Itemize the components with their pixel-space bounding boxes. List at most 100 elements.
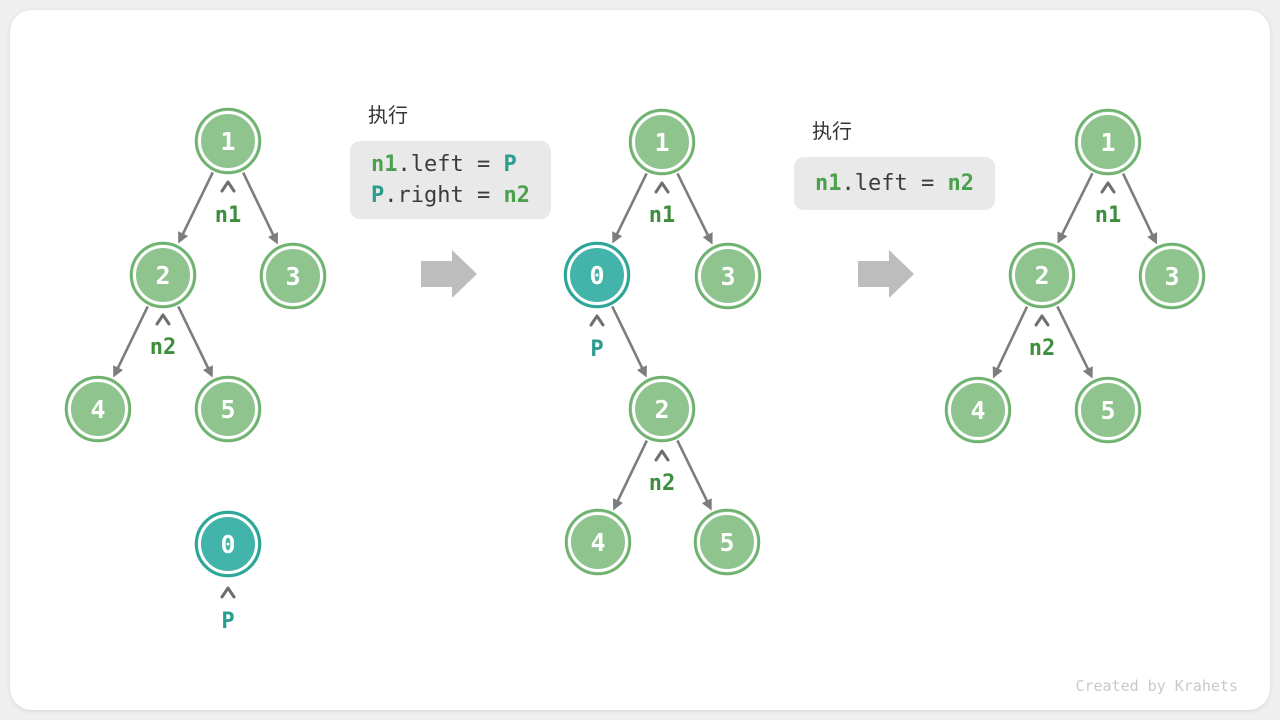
tree-node-circle xyxy=(259,242,327,310)
tree-edge xyxy=(116,305,149,370)
code-token: .left = xyxy=(397,152,504,177)
tree-node-circle xyxy=(1074,108,1142,176)
tree-node-value: 3 xyxy=(720,262,735,291)
tree-node-ring xyxy=(632,112,692,172)
tree-node-ring xyxy=(568,512,628,572)
code-token: P xyxy=(503,152,517,177)
tree-node-ring xyxy=(567,245,627,305)
tree-edge-arrowhead xyxy=(178,231,189,244)
tree-node-ring xyxy=(198,111,258,171)
tree-edge-arrowhead xyxy=(702,232,713,245)
tree-edge xyxy=(1060,172,1094,237)
tree-node-ring xyxy=(698,246,758,306)
code-line: n1.left = n2 xyxy=(815,168,974,199)
pointer-label: n1 xyxy=(649,203,676,228)
pointer-caret-icon xyxy=(1034,314,1050,327)
tree-node-value: 0 xyxy=(589,261,604,290)
tree-node-circle xyxy=(628,108,696,176)
tree-node-value: 4 xyxy=(90,395,105,424)
code-token: .left = xyxy=(841,171,948,196)
tree-node-value: 3 xyxy=(1164,262,1179,291)
pointer-label: P xyxy=(590,337,603,362)
pointer-label: n2 xyxy=(1029,336,1056,361)
tree-node-value: 2 xyxy=(155,261,170,290)
tree-node-ring xyxy=(198,379,258,439)
code-box: n1.left = n2 xyxy=(794,157,995,210)
tree-node-circle xyxy=(563,241,631,309)
tree-edge xyxy=(615,172,648,237)
pointer-caret-icon xyxy=(654,449,670,462)
tree-node-ring xyxy=(948,380,1008,440)
tree-edge-arrowhead xyxy=(636,365,647,378)
tree-node-value: 3 xyxy=(285,262,300,291)
tree-edge-arrowhead xyxy=(202,365,213,378)
tree-edge-arrowhead xyxy=(612,231,623,244)
tree-edge xyxy=(676,172,710,238)
pointer-caret-icon xyxy=(589,314,605,327)
tree-node-value: 1 xyxy=(220,127,235,156)
tree-node-value: 5 xyxy=(220,395,235,424)
code-token: n2 xyxy=(947,171,974,196)
tree-node-circle xyxy=(694,242,762,310)
tree-edge-arrowhead xyxy=(268,232,278,245)
tree-node-circle xyxy=(693,508,761,576)
tree-edge xyxy=(615,439,648,503)
pointer-label: n2 xyxy=(649,471,676,496)
code-line: n1.left = P xyxy=(371,149,530,180)
tree-edge xyxy=(611,305,644,370)
tree-edge xyxy=(676,439,709,504)
pointer-caret-icon xyxy=(220,586,236,599)
tree-node-circle xyxy=(1008,241,1076,309)
pointer-label: n1 xyxy=(215,203,242,228)
credit-text: Created by Krahets xyxy=(1075,677,1238,695)
pointer-label: n1 xyxy=(1095,203,1122,228)
tree-edge-arrowhead xyxy=(1082,366,1093,379)
tree-node-value: 0 xyxy=(220,530,235,559)
pointer-caret-icon xyxy=(155,313,171,326)
tree-edge xyxy=(995,306,1029,371)
tree-node-circle xyxy=(564,508,632,576)
tree-edge xyxy=(177,305,210,370)
tree-node-value: 1 xyxy=(1100,128,1115,157)
tree-node-circle xyxy=(1074,376,1142,444)
tree-node-ring xyxy=(632,379,692,439)
tree-node-circle xyxy=(129,241,197,309)
code-token: P xyxy=(371,183,385,208)
tree-edge xyxy=(1121,173,1155,237)
tree-node-circle xyxy=(194,375,262,443)
code-token: n1 xyxy=(371,152,398,177)
tree-edge-arrowhead xyxy=(113,365,124,378)
code-panel-2: 执行 n1.left = n2 xyxy=(794,115,995,210)
tree-edge-arrowhead xyxy=(1057,231,1068,244)
stage-arrow-icon xyxy=(858,250,914,298)
tree-node-circle xyxy=(194,510,262,578)
tree-node-ring xyxy=(1078,112,1138,172)
code-token: .right = xyxy=(384,183,504,208)
tree-node-circle xyxy=(1138,242,1206,310)
tree-node-value: 5 xyxy=(719,528,734,557)
tree-node-ring xyxy=(68,379,128,439)
pointer-caret-icon xyxy=(654,181,670,194)
tree-node-ring xyxy=(697,512,757,572)
tree-edge-arrowhead xyxy=(612,498,623,511)
tree-node-value: 1 xyxy=(654,128,669,157)
tree-node-ring xyxy=(198,514,258,574)
tree-edge-arrowhead xyxy=(1147,232,1158,245)
code-line: P.right = n2 xyxy=(371,180,530,211)
tree-edge xyxy=(1056,305,1090,372)
tree-node-value: 5 xyxy=(1100,396,1115,425)
tree-node-value: 4 xyxy=(970,396,985,425)
tree-node-value: 4 xyxy=(590,528,605,557)
tree-edge xyxy=(242,171,276,237)
pointer-label: n2 xyxy=(150,335,177,360)
code-heading: 执行 xyxy=(368,105,408,127)
tree-edge xyxy=(181,171,214,236)
tree-node-circle xyxy=(628,375,696,443)
stage-arrow-icon xyxy=(421,250,477,298)
tree-edge-arrowhead xyxy=(992,366,1003,379)
code-token: n1 xyxy=(815,171,842,196)
tree-node-ring xyxy=(133,245,193,305)
